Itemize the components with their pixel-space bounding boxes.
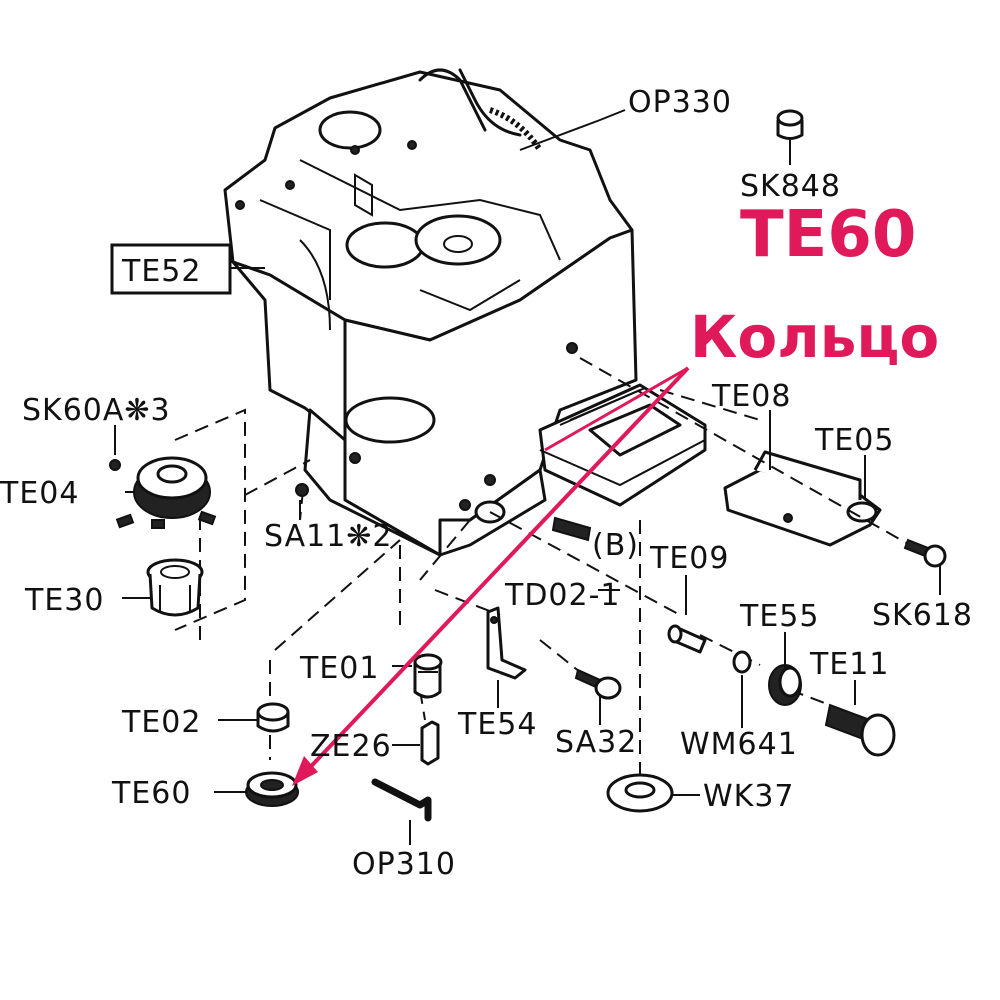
screw-sa11 xyxy=(295,483,309,497)
gear-te04 xyxy=(109,456,217,529)
screw-sa32 xyxy=(574,668,622,700)
label-op310: OP310 xyxy=(352,847,456,882)
spacer-te02 xyxy=(256,702,290,733)
highlight-part-code: TE60 xyxy=(740,198,916,272)
label-te60: TE60 xyxy=(111,776,191,811)
label-te30: TE30 xyxy=(24,583,104,618)
highlight-arrows xyxy=(292,366,690,786)
label-te09: TE09 xyxy=(649,541,729,576)
bracket-te05 xyxy=(723,450,882,547)
label-te52: TE52 xyxy=(121,254,201,289)
bracket-te54 xyxy=(486,606,527,680)
label-wm641: WM641 xyxy=(680,727,798,762)
sleeve-te01 xyxy=(413,653,443,699)
label-box-te52 xyxy=(110,243,232,295)
ring-te60 xyxy=(245,771,299,807)
label-sk848: SK848 xyxy=(740,169,841,204)
bushing-te30 xyxy=(146,558,204,617)
label-te55: TE55 xyxy=(739,599,819,634)
label-te01: TE01 xyxy=(299,651,379,686)
screw-sk618 xyxy=(903,538,947,568)
label-sk60a: SK60A❋3 xyxy=(22,393,171,428)
label-te08: TE08 xyxy=(711,379,791,414)
label-sa11: SA11❋2 xyxy=(264,519,393,554)
label-te05: TE05 xyxy=(814,423,894,458)
shaft-td02 xyxy=(551,516,592,542)
screw-sk848 xyxy=(776,109,804,140)
gear-te55 xyxy=(768,664,802,706)
pin-ze26 xyxy=(420,720,440,766)
label-b: (B) xyxy=(592,528,639,563)
slide-plate xyxy=(538,383,707,507)
label-td02: TD02-1 xyxy=(504,578,621,613)
hex-key-op310 xyxy=(371,778,432,822)
label-op330: OP330 xyxy=(628,85,732,120)
label-sk618: SK618 xyxy=(872,598,973,633)
screw-te11 xyxy=(824,703,896,757)
label-te04: TE04 xyxy=(0,476,79,511)
washer-wm641 xyxy=(732,650,752,674)
washer-wk37 xyxy=(606,773,674,813)
label-ze26: ZE26 xyxy=(310,729,392,764)
label-te02: TE02 xyxy=(121,705,201,740)
housing-body-te52 xyxy=(223,68,638,557)
label-te11: TE11 xyxy=(809,647,889,682)
highlight-part-name: Кольцо xyxy=(690,303,939,371)
label-sa32: SA32 xyxy=(555,725,637,760)
pin-te09 xyxy=(667,624,707,654)
label-te54: TE54 xyxy=(457,707,537,742)
leader-lines xyxy=(114,140,941,845)
label-wk37: WK37 xyxy=(703,779,795,814)
